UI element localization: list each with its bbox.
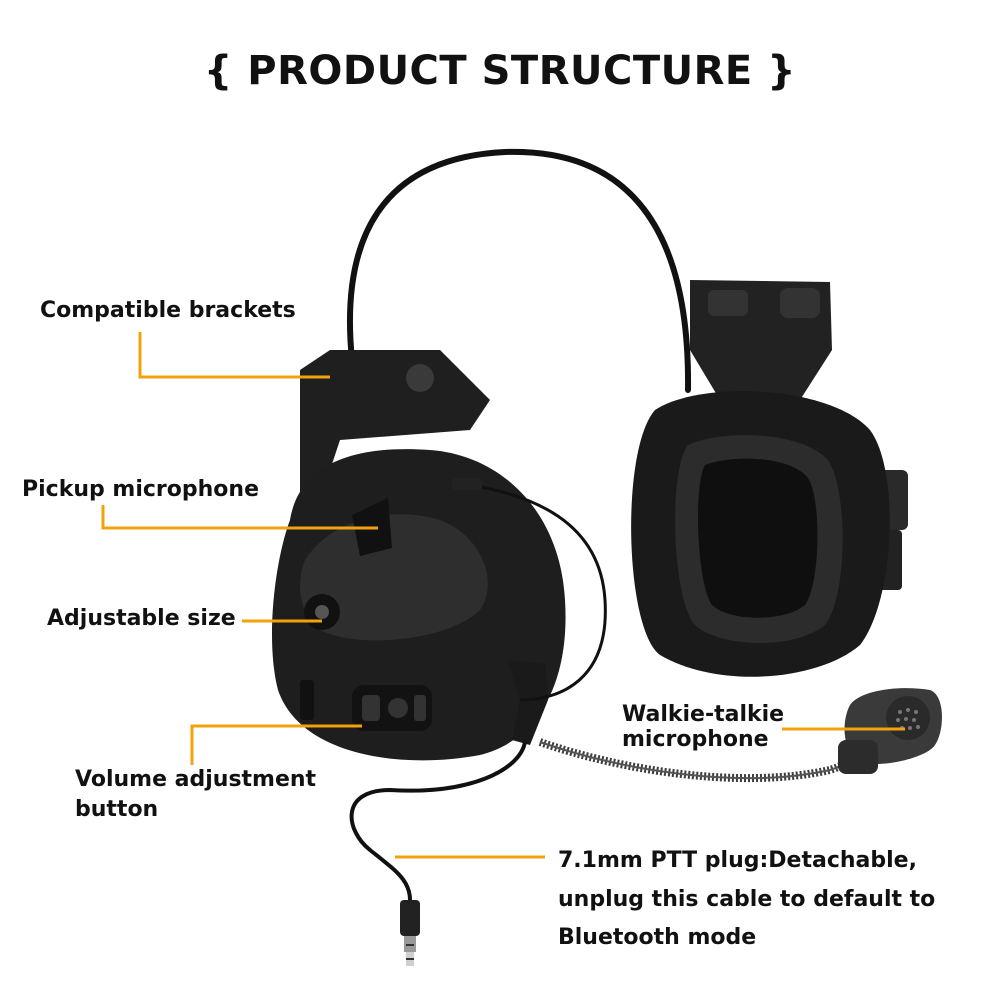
label-walkie-talkie-microphone: Walkie-talkie microphone <box>622 702 785 753</box>
leader-pickup-mic <box>101 505 378 530</box>
label-pickup-microphone: Pickup microphone <box>22 477 259 502</box>
label-compatible-brackets: Compatible brackets <box>40 298 296 323</box>
label-volume-adjustment-button: Volume adjustment button <box>75 767 317 822</box>
ptt-cable <box>349 741 527 901</box>
pickup-mic-cable <box>469 483 607 702</box>
walkie-talkie-mic-head <box>838 688 942 774</box>
label-adjustable-size: Adjustable size <box>47 606 236 631</box>
right-earcup <box>631 280 908 677</box>
ptt-plug <box>400 900 420 966</box>
headband-wire <box>346 148 692 393</box>
leader-volume <box>190 724 362 765</box>
leader-brackets <box>138 332 330 379</box>
label-ptt-plug: 7.1mm PTT plug:Detachable, unplug this c… <box>558 848 936 950</box>
page-title: { PRODUCT STRUCTURE } <box>203 48 797 94</box>
